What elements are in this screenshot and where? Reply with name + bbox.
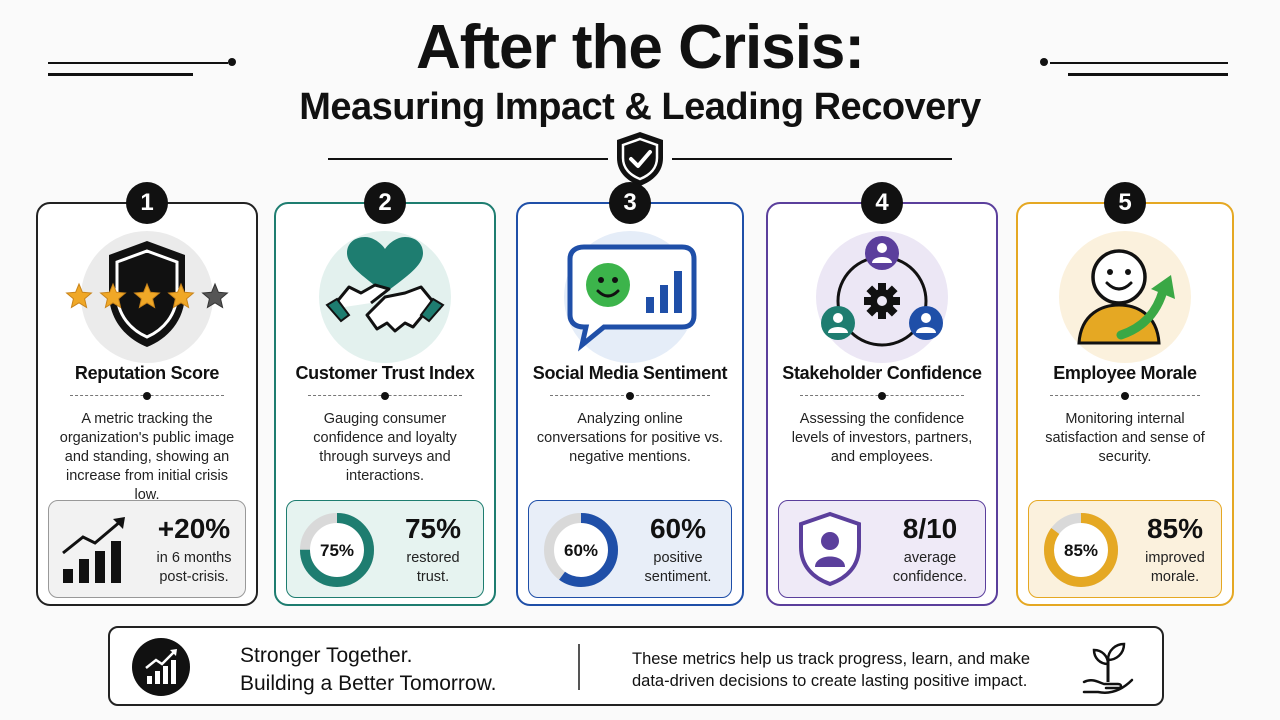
stat-caption-line2: confidence. — [892, 569, 968, 585]
card-title: Reputation Score — [74, 363, 220, 383]
footer-description-line2: data-driven decisions to create lasting … — [632, 672, 1028, 690]
plant-hand-icon — [1082, 642, 1134, 694]
page-title: After the Crisis: — [415, 13, 865, 82]
card-number-badge: 1 — [126, 182, 168, 224]
stat-caption-line2: sentiment. — [644, 569, 712, 585]
footer-description-line1: These metrics help us track progress, le… — [632, 650, 1031, 668]
stat-caption-line1: positive — [653, 550, 703, 566]
footer-tagline-line1: Stronger Together. — [240, 644, 413, 667]
star-filled-icon — [99, 282, 127, 309]
star-empty-icon — [201, 282, 229, 309]
header-decoration-right — [1040, 58, 1230, 80]
donut-progress-arc — [300, 513, 374, 587]
card-description: Gauging consumer confidence and loyalty … — [313, 411, 457, 484]
stat-caption-line1: in 6 months — [156, 550, 232, 566]
card-title: Stakeholder Confidence — [782, 363, 982, 383]
card-title: Social Media Sentiment — [532, 363, 728, 383]
chat-sentiment-icon — [564, 231, 697, 363]
donut-label: 75% — [320, 541, 354, 560]
donut-gauge: 75% — [300, 513, 374, 587]
metric-card-social-sentiment: 3 Social Media Sentiment Analyzing onlin… — [516, 182, 744, 606]
stat-value: +20% — [157, 513, 231, 544]
donut-label: 85% — [1064, 541, 1098, 560]
header-divider-left — [328, 158, 608, 160]
star-filled-icon — [65, 282, 93, 309]
donut-gauge: 60% — [544, 513, 618, 587]
metric-card-employee-morale: 5 Employee Morale Monitoring internal sa… — [1016, 182, 1234, 606]
stat-value: 85% — [1146, 513, 1204, 544]
footer-tagline: Stronger Together. Building a Better Tom… — [240, 642, 496, 698]
donut-progress-arc — [544, 513, 618, 587]
footer-divider — [578, 644, 580, 690]
stat-caption-line1: improved — [1145, 550, 1205, 566]
star-filled-icon — [167, 282, 195, 309]
bar-chart-growth-icon — [132, 638, 190, 696]
stat-box: 85% 85% improved morale. — [1028, 500, 1222, 598]
footer-banner: Stronger Together. Building a Better Tom… — [108, 626, 1164, 706]
header-divider-right — [672, 158, 952, 160]
shield-check-icon — [617, 132, 663, 186]
metric-card-reputation: 1 Reputation Score A metric tracking the… — [36, 182, 258, 606]
stat-caption-line2: post-crisis. — [159, 569, 229, 585]
shield-stars-icon — [65, 231, 229, 363]
page-subtitle: Measuring Impact & Leading Recovery — [299, 86, 981, 128]
heart-handshake-icon — [319, 231, 451, 363]
card-description: Analyzing online conversations for posit… — [536, 411, 724, 465]
stat-box: +20% in 6 months post-crisis. — [48, 500, 246, 598]
card-description: A metric tracking the organization's pub… — [59, 411, 235, 503]
donut-progress-arc — [1044, 513, 1118, 587]
separator-dot — [381, 392, 389, 400]
stat-caption-line1: restored — [406, 550, 460, 566]
card-number-badge: 2 — [364, 182, 406, 224]
stat-caption-line2: morale. — [1150, 569, 1200, 585]
card-description: Monitoring internal satisfaction and sen… — [1045, 411, 1205, 465]
stat-caption-line1: average — [903, 550, 957, 566]
separator-dot — [626, 392, 634, 400]
donut-label: 60% — [564, 541, 598, 560]
stat-value: 8/10 — [902, 513, 958, 544]
stat-value: 75% — [404, 513, 462, 544]
header-decoration-left — [48, 58, 238, 80]
separator-dot — [1121, 392, 1129, 400]
bar-chart-growth-icon — [62, 517, 125, 583]
stat-box: 8/10 average confidence. — [778, 500, 986, 598]
card-number-badge: 5 — [1104, 182, 1146, 224]
stat-value: 60% — [649, 513, 707, 544]
card-number-badge: 4 — [861, 182, 903, 224]
card-number-badge: 3 — [609, 182, 651, 224]
stakeholder-network-icon — [816, 231, 948, 363]
person-growth-icon — [1059, 231, 1191, 363]
donut-gauge: 85% — [1044, 513, 1118, 587]
card-description: Assessing the confidence levels of inves… — [791, 411, 973, 465]
stat-box: 60% 60% positive sentiment. — [528, 500, 732, 598]
footer-tagline-line2: Building a Better Tomorrow. — [240, 672, 497, 695]
stat-caption-line2: trust. — [416, 569, 450, 585]
card-title: Customer Trust Index — [295, 363, 475, 383]
stat-box: 75% 75% restored trust. — [286, 500, 484, 598]
shield-person-icon — [799, 511, 861, 587]
separator-dot — [878, 392, 886, 400]
separator-dot — [143, 392, 151, 400]
card-title: Employee Morale — [1053, 363, 1197, 383]
footer-description: These metrics help us track progress, le… — [632, 648, 1030, 692]
star-filled-icon — [133, 282, 161, 309]
metric-card-customer-trust: 2 Customer Trust Index Gauging consumer … — [274, 182, 496, 606]
metric-card-stakeholder-confidence: 4 Stakeholder Confidence Assessing the c… — [766, 182, 998, 606]
